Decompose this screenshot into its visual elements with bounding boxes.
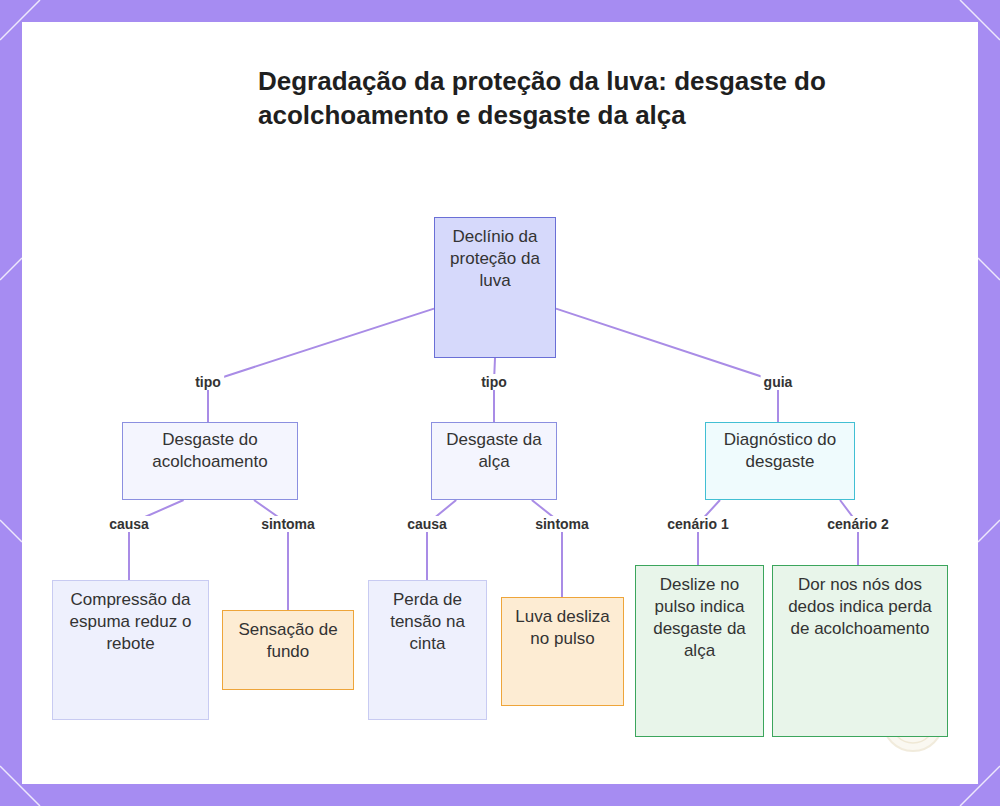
scenario-box: Dor nos nós dos dedos indica perda de ac… xyxy=(772,565,948,737)
connector-line xyxy=(698,500,720,565)
connector-line xyxy=(556,309,778,422)
edge-label: causa xyxy=(106,516,152,532)
guide-box: Diagnóstico do desgaste xyxy=(705,422,855,500)
root-box: Declínio da proteção da luva xyxy=(434,217,556,358)
category-box: Desgaste do acolchoamento xyxy=(122,422,298,500)
node-text: Declínio da proteção da luva xyxy=(443,226,547,292)
edge-label: guia xyxy=(761,374,796,390)
edge-label: tipo xyxy=(478,374,510,390)
node-text: Desgaste da alça xyxy=(440,429,548,473)
node-text: Luva desliza no pulso xyxy=(510,606,615,650)
category-box: Desgaste da alça xyxy=(431,422,557,500)
connector-line xyxy=(840,500,858,565)
connector-line xyxy=(427,500,456,580)
node-text: Desgaste do acolchoamento xyxy=(131,429,289,473)
cause-box: Compressão da espuma reduz o rebote xyxy=(52,580,209,720)
node-text: Sensação de fundo xyxy=(231,619,345,663)
edge-label: sintoma xyxy=(258,516,318,532)
diagram-title: Degradação da proteção da luva: desgaste… xyxy=(258,64,828,132)
edge-label: cenário 1 xyxy=(664,516,731,532)
edge-label: cenário 2 xyxy=(824,516,891,532)
cause-box: Perda de tensão na cinta xyxy=(368,580,487,720)
connector-line xyxy=(208,309,434,422)
edge-label: tipo xyxy=(192,374,224,390)
scenario-box: Deslize no pulso indica desgaste da alça xyxy=(635,565,764,737)
node-text: Dor nos nós dos dedos indica perda de ac… xyxy=(781,574,939,640)
symptom-box: Sensação de fundo xyxy=(222,610,354,690)
node-text: Deslize no pulso indica desgaste da alça xyxy=(644,574,755,662)
connector-line xyxy=(129,500,184,580)
edge-label: sintoma xyxy=(532,516,592,532)
symptom-box: Luva desliza no pulso xyxy=(501,597,624,706)
node-text: Diagnóstico do desgaste xyxy=(714,429,846,473)
edge-label: causa xyxy=(404,516,450,532)
connector-line xyxy=(532,500,562,597)
connector-line xyxy=(494,358,495,422)
node-text: Perda de tensão na cinta xyxy=(377,589,478,655)
node-text: Compressão da espuma reduz o rebote xyxy=(61,589,200,655)
